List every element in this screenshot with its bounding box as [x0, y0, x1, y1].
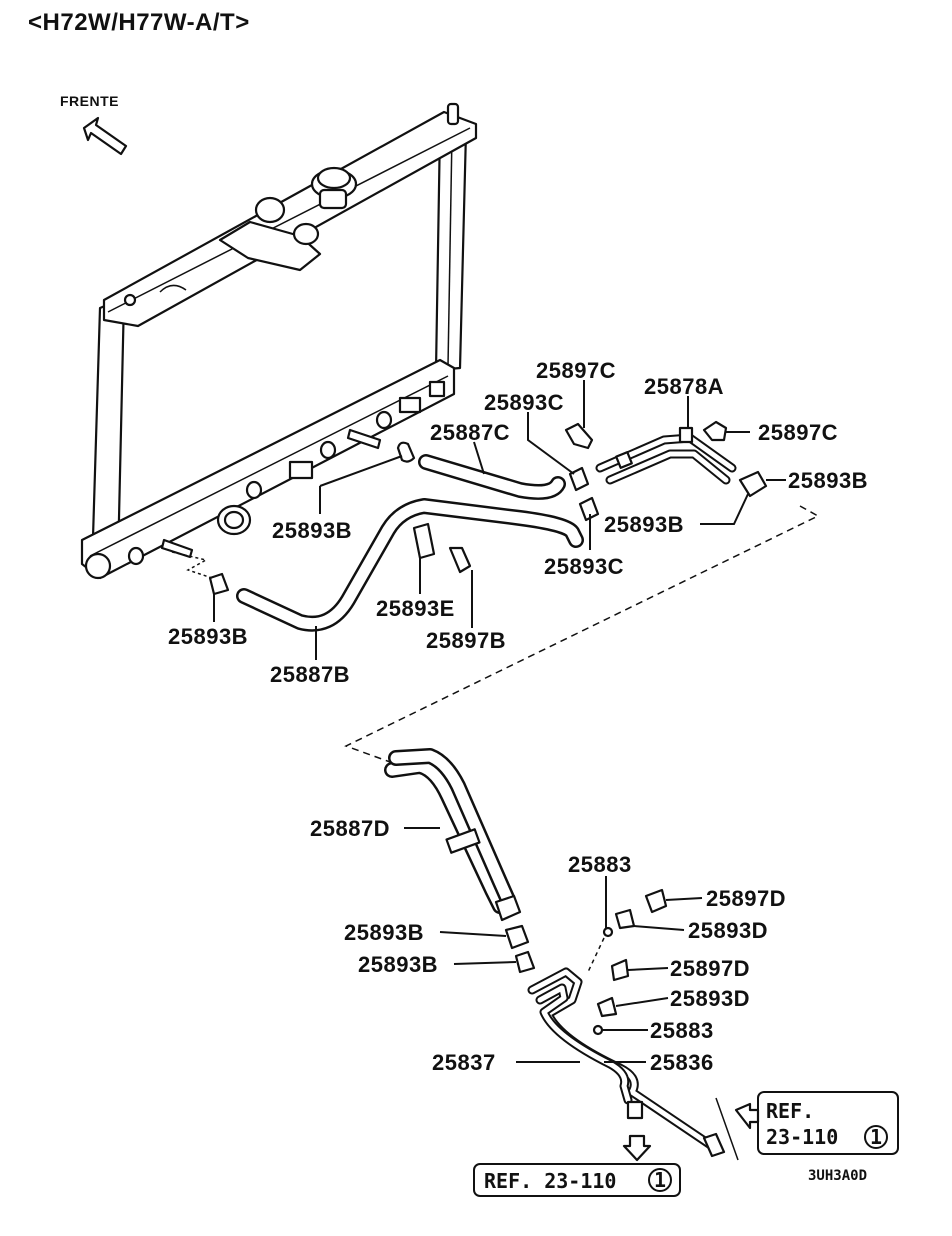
clamp-25893D-top	[614, 908, 636, 930]
label-25836: 25836	[650, 1050, 714, 1075]
label-25893B-hose: 25893B	[272, 518, 352, 543]
ref-bottom-circled: 1	[654, 1168, 666, 1192]
bolt-25897D-mid	[610, 958, 630, 982]
label-25893B-mid: 25893B	[604, 512, 684, 537]
clamp-25893C-lower	[578, 496, 600, 522]
label-25878A: 25878A	[644, 374, 724, 399]
clamp-25893B-lower-1	[504, 924, 530, 950]
drawing-code: 3UH3A0D	[808, 1168, 867, 1184]
clamp-25893B-pipe	[738, 470, 768, 498]
label-25893B-right: 25893B	[788, 468, 868, 493]
label-25893D-mid: 25893D	[670, 986, 750, 1011]
pipe-bundle-25878A	[595, 426, 737, 485]
label-25897D-top: 25897D	[706, 886, 786, 911]
label-25883-low: 25883	[650, 1018, 714, 1043]
label-25893C-low: 25893C	[544, 554, 624, 579]
label-25897C-top: 25897C	[536, 358, 616, 383]
clamp-25893D-mid	[596, 996, 618, 1018]
hose-25887B	[236, 498, 584, 632]
bracket-25893E	[412, 522, 436, 560]
hose-25887C	[418, 454, 566, 500]
clamp-25893B-lower-2	[514, 950, 536, 974]
label-25893B-low2: 25893B	[358, 952, 438, 977]
clamp-25893B-left	[208, 572, 230, 596]
continuation-line	[344, 505, 820, 763]
ref-right-line2: 23-110	[766, 1125, 838, 1149]
front-direction-arrow-icon	[82, 116, 128, 156]
ref-box-right[interactable]: REF. 23-110 1	[734, 1091, 899, 1155]
label-25887D: 25887D	[310, 816, 390, 841]
label-25897C-right: 25897C	[758, 420, 838, 445]
diagram-title: <H72W/H77W-A/T>	[28, 9, 250, 36]
label-25837: 25837	[432, 1050, 496, 1075]
arrow-right-icon	[734, 1102, 760, 1130]
radiator-assembly	[80, 102, 478, 580]
bolt-25897B	[448, 546, 472, 574]
washer-25883-low	[592, 1024, 604, 1036]
front-label: FRENTE	[60, 93, 119, 109]
clamp-25893C-upper	[568, 466, 590, 492]
bolt-25897C-top	[564, 422, 594, 450]
label-25893B-left: 25893B	[168, 624, 248, 649]
label-25887C: 25887C	[430, 420, 510, 445]
label-25883-top: 25883	[568, 852, 632, 877]
pipe-25887D	[384, 748, 522, 922]
bolt-25897D-top	[644, 888, 668, 914]
clamp-25893B-radiator	[396, 441, 416, 463]
label-25893C-top: 25893C	[484, 390, 564, 415]
label-25893D-top: 25893D	[688, 918, 768, 943]
ref-bottom-text: REF. 23-110	[484, 1169, 616, 1193]
label-25887B: 25887B	[270, 662, 350, 687]
ref-right-line1: REF.	[766, 1099, 814, 1123]
pipe-25837-25836	[527, 967, 726, 1158]
label-25897B: 25897B	[426, 628, 506, 653]
circled-number-icon	[648, 1168, 672, 1192]
front-orientation: FRENTE	[60, 93, 128, 156]
ref-box-bottom[interactable]: REF. 23-110 1	[473, 1134, 681, 1197]
label-25893B-low1: 25893B	[344, 920, 424, 945]
ref-right-circled: 1	[870, 1125, 882, 1149]
label-25893E: 25893E	[376, 596, 455, 621]
washer-25883-top	[602, 926, 614, 938]
circled-number-icon	[864, 1125, 888, 1149]
arrow-down-icon	[622, 1134, 652, 1162]
label-25897D-mid: 25897D	[670, 956, 750, 981]
bolt-25897C-right	[702, 420, 728, 442]
leader-lines	[213, 380, 786, 1063]
